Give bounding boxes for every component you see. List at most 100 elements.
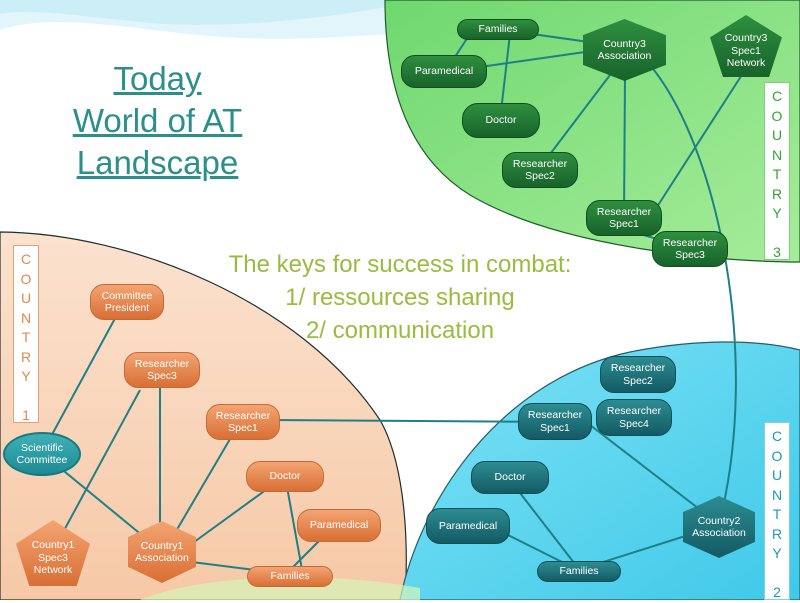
node-label: Spec1 <box>609 218 639 230</box>
node-label: Country3 <box>724 32 768 45</box>
label-letter: Y <box>21 368 31 384</box>
node-label: Researcher <box>134 357 190 370</box>
c2-doctor-node: Doctor <box>471 461 549 494</box>
c1-families-node: Families <box>247 566 333 587</box>
node-label: Country3 <box>603 37 646 50</box>
title-line-3: Landscape <box>76 144 239 181</box>
node-label: Network <box>726 57 766 70</box>
label-letter: N <box>771 486 783 503</box>
c2-families-node: Families <box>537 561 621 582</box>
label-letter: U <box>771 127 783 143</box>
label-letter: N <box>20 309 32 326</box>
keys-text: The keys for success in combat: 1/ resso… <box>180 248 620 347</box>
node-label: Spec3 <box>38 551 68 564</box>
label-letter: R <box>771 525 783 542</box>
label-letter: C <box>20 251 32 267</box>
title-line-2: World of AT <box>72 102 243 139</box>
node-label: Spec1 <box>540 421 570 434</box>
country1-region <box>0 231 407 600</box>
label-letter: Y <box>772 545 782 561</box>
label-number: 1 <box>22 407 30 423</box>
node-label: Country2 <box>697 514 741 527</box>
label-letter: R <box>20 348 32 365</box>
c3-families-node: Families <box>457 19 539 40</box>
c2-paramedical-node: Paramedical <box>426 508 510 544</box>
keys-line-3: 2/ communication <box>305 317 495 344</box>
page-title: Today World of AT Landscape <box>40 58 275 184</box>
label-gap <box>765 224 789 244</box>
title-line-1: Today <box>113 60 202 97</box>
node-label: Spec1 <box>731 44 761 57</box>
node-label: Association <box>597 50 652 62</box>
country1-label: C O U N T R Y 1 <box>13 245 39 423</box>
node-label: Researcher <box>215 409 271 422</box>
node-label: Researcher <box>596 205 652 218</box>
node-label: Researcher <box>527 409 583 421</box>
label-letter: C <box>771 428 783 444</box>
node-label: Families <box>478 23 518 36</box>
node-label: Spec3 <box>675 249 705 261</box>
node-label: Spec1 <box>228 422 258 434</box>
node-label: Paramedical <box>309 519 369 532</box>
label-letter: C <box>771 88 783 104</box>
node-label: Spec2 <box>525 170 555 182</box>
c3-paramedical-node: Paramedical <box>401 55 487 88</box>
label-letter: O <box>771 107 783 124</box>
node-label: Country1 <box>31 539 75 552</box>
label-letter: T <box>772 506 782 522</box>
node-label: Doctor <box>485 114 517 127</box>
label-letter: N <box>771 146 783 163</box>
node-label: Paramedical <box>438 519 498 532</box>
keys-line-1: The keys for success in combat: <box>228 251 572 278</box>
node-label: Association <box>135 552 189 564</box>
c3-doctor-node: Doctor <box>462 103 540 138</box>
label-number: 3 <box>773 244 781 260</box>
label-letter: R <box>771 185 783 202</box>
label-letter: U <box>20 290 32 306</box>
node-label: President <box>104 302 150 314</box>
node-label: Researcher <box>662 236 718 249</box>
label-gap <box>14 387 38 407</box>
node-label: Network <box>33 564 73 577</box>
label-letter: O <box>20 270 32 287</box>
top-swirl-2 <box>0 0 420 25</box>
label-letter: U <box>771 467 783 483</box>
keys-line-2: 1/ ressources sharing <box>285 284 515 311</box>
node-label: Researcher <box>512 157 568 170</box>
node-label: Families <box>270 570 310 583</box>
node-label: Committee <box>101 289 153 302</box>
bottom-swirl <box>140 577 420 600</box>
node-label: Spec3 <box>147 370 177 382</box>
label-letter: T <box>21 329 31 345</box>
node-label: Doctor <box>494 471 526 484</box>
c1-doctor-node: Doctor <box>246 461 324 492</box>
label-letter: Y <box>772 205 782 221</box>
label-letter: T <box>772 166 782 182</box>
c1-paramedical-node: Paramedical <box>297 509 381 542</box>
node-label: Paramedical <box>414 65 474 78</box>
node-label: Scientific <box>20 441 63 454</box>
node-label: Committee <box>16 454 68 466</box>
country2-label: C O U N T R Y 2 <box>764 422 790 600</box>
node-label: Spec4 <box>619 417 649 430</box>
node-label: Researcher <box>610 362 666 374</box>
label-letter: O <box>771 447 783 464</box>
node-label: Country1 <box>140 539 184 552</box>
label-number: 2 <box>773 584 781 600</box>
node-label: Families <box>559 565 599 578</box>
node-label: Researcher <box>606 405 662 417</box>
country3-label: C O U N T R Y 3 <box>764 82 790 260</box>
node-label: Spec2 <box>623 374 653 387</box>
node-label: Doctor <box>269 470 301 483</box>
node-label: Association <box>692 527 746 539</box>
